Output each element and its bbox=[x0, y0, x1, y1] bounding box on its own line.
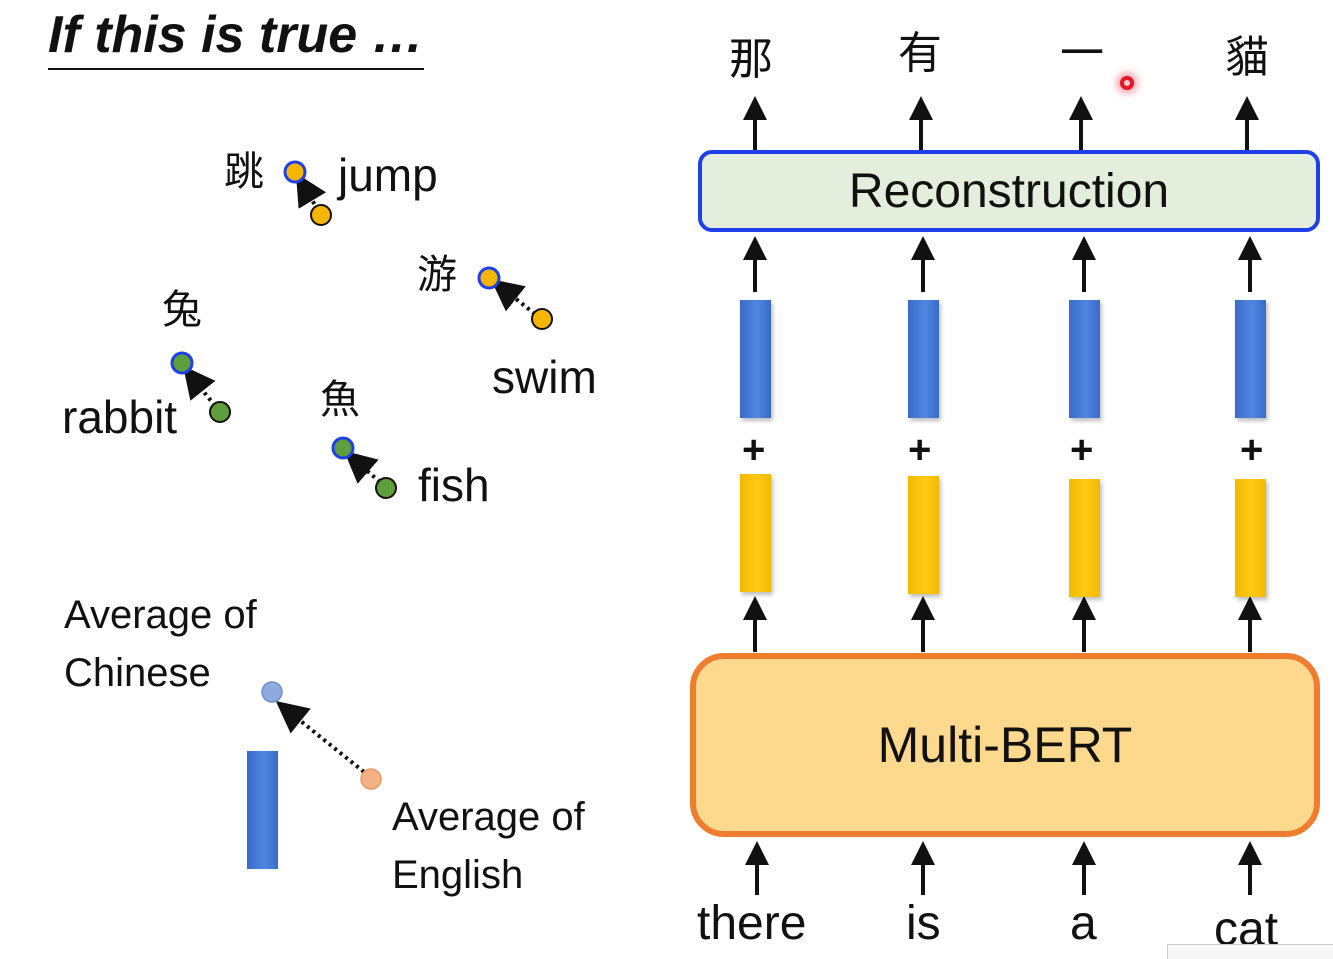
average-chinese-label: Average of Chinese bbox=[64, 586, 257, 702]
jump-zh-point bbox=[283, 160, 307, 184]
output-token-2: 有 bbox=[898, 28, 942, 79]
embedding-space bbox=[170, 160, 553, 869]
fish-shift-arrow bbox=[343, 450, 382, 484]
swim-zh-point bbox=[477, 266, 501, 290]
average-chinese-line2: Chinese bbox=[64, 651, 211, 695]
average-chinese-line1: Average of bbox=[64, 593, 257, 637]
jump-en-label: jump bbox=[338, 149, 438, 201]
fish-zh-label: 魚 bbox=[320, 377, 360, 423]
blue-vector-3 bbox=[1069, 300, 1100, 418]
rabbit-zh-label: 兔 bbox=[162, 287, 202, 333]
difference-vector-bar bbox=[247, 751, 278, 869]
yellow-vector-2 bbox=[908, 476, 939, 594]
average-english-label: Average of English bbox=[392, 788, 585, 904]
swim-zh-label: 游 bbox=[417, 252, 457, 298]
blue-vector-4 bbox=[1235, 300, 1266, 418]
average-shift-arrow bbox=[275, 700, 366, 774]
input-token-3: a bbox=[1070, 897, 1097, 950]
plus-sign-1: + bbox=[742, 428, 766, 472]
average-chinese-point bbox=[261, 681, 283, 703]
plus-sign-2: + bbox=[908, 428, 932, 472]
fish-en-point bbox=[375, 477, 397, 499]
average-english-point bbox=[360, 768, 382, 790]
input-token-1: there bbox=[697, 897, 807, 950]
yellow-vector-1 bbox=[740, 474, 771, 592]
jump-en-point bbox=[310, 204, 332, 226]
laser-pointer-dot bbox=[1120, 76, 1134, 90]
fish-zh-point bbox=[331, 436, 355, 460]
yellow-vector-4 bbox=[1235, 479, 1266, 597]
multi-bert-label: Multi-BERT bbox=[877, 717, 1133, 773]
swim-en-label: swim bbox=[492, 351, 597, 403]
multi-bert-box: Multi-BERT bbox=[690, 653, 1320, 837]
rabbit-en-label: rabbit bbox=[62, 391, 178, 443]
fish-en-label: fish bbox=[418, 459, 490, 511]
average-english-line1: Average of bbox=[392, 795, 585, 839]
plus-sign-4: + bbox=[1240, 428, 1264, 472]
blue-vector-2 bbox=[908, 300, 939, 418]
slide-title: If this is true … bbox=[48, 4, 424, 70]
swim-en-point bbox=[531, 308, 553, 330]
output-token-1: 那 bbox=[729, 34, 773, 85]
input-token-2: is bbox=[906, 897, 941, 950]
blue-vector-1 bbox=[740, 300, 771, 418]
average-english-line2: English bbox=[392, 853, 524, 897]
plus-sign-3: + bbox=[1070, 428, 1094, 472]
jump-zh-label: 跳 bbox=[224, 149, 264, 195]
right-arrows bbox=[743, 96, 1262, 895]
rabbit-shift-arrow bbox=[183, 365, 217, 408]
rabbit-en-point bbox=[209, 401, 231, 423]
jump-shift-arrow bbox=[295, 173, 327, 212]
yellow-vector-3 bbox=[1069, 479, 1100, 597]
output-token-4: 貓 bbox=[1225, 32, 1269, 83]
output-token-3: 一 bbox=[1060, 28, 1104, 79]
reconstruction-box: Reconstruction bbox=[698, 150, 1320, 232]
rabbit-zh-point bbox=[170, 351, 194, 375]
reconstruction-label: Reconstruction bbox=[848, 164, 1170, 218]
swim-shift-arrow bbox=[490, 279, 537, 316]
corner-overlay bbox=[1167, 944, 1333, 959]
